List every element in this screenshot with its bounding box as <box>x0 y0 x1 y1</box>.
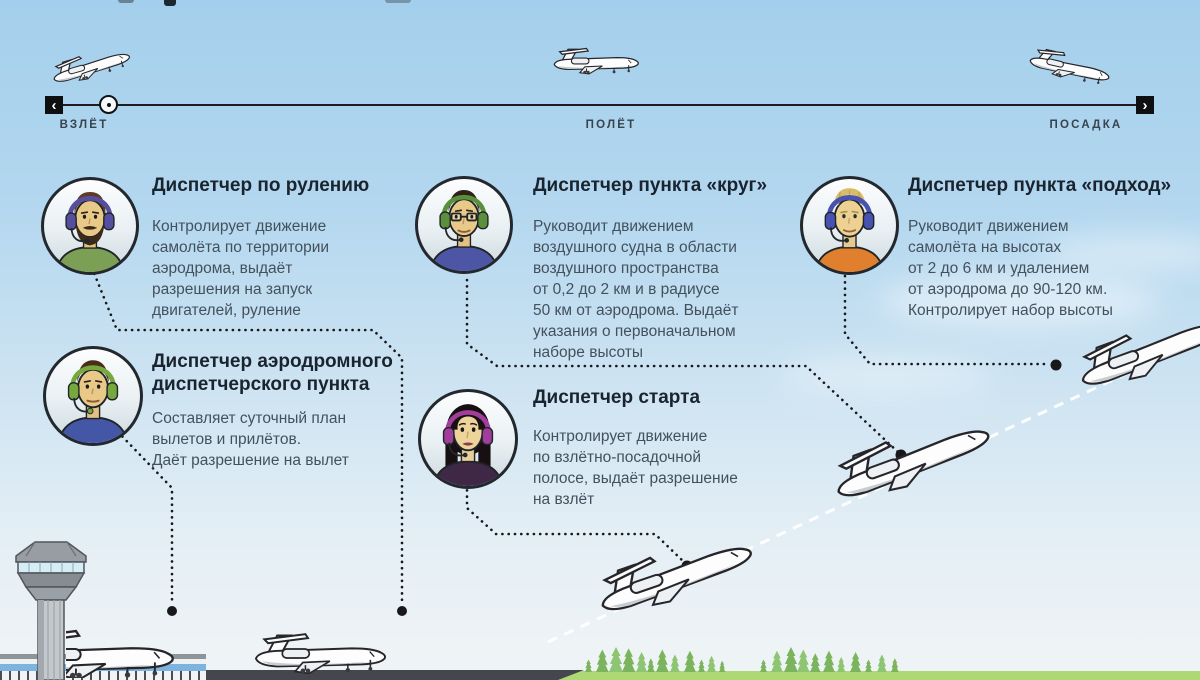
avatar-krug-controller <box>415 176 513 274</box>
avatar-podhod-controller <box>800 176 899 275</box>
avatar-aerodrom-controller <box>43 346 143 446</box>
connector-dot <box>397 606 407 616</box>
control-tower <box>15 541 87 680</box>
card-body-start: Контролирует движение по взлётно-посадоч… <box>533 428 738 508</box>
takeoff-plane <box>591 525 759 624</box>
connector-dot <box>167 606 177 616</box>
card-body-aerodrom: Составляет суточный план вылетов и прилё… <box>152 410 349 469</box>
card-title-podhod: Диспетчер пункта «подход» <box>908 175 1172 196</box>
cropped-title-remnant <box>164 0 176 6</box>
timeline-label-flight: ПОЛЁТ <box>585 119 637 131</box>
card-body-podhod: Руководит движением самолёта на высотах … <box>908 218 1113 319</box>
cropped-title-remnant <box>385 0 411 3</box>
chevron-right-icon: › <box>1142 96 1148 114</box>
tree-line <box>585 647 899 672</box>
card-title-krug: Диспетчер пункта «круг» <box>533 175 768 196</box>
card-body-krug: Руководит движением воздушного судна в о… <box>533 218 739 361</box>
timeline-marker[interactable] <box>99 95 118 114</box>
timeline-label-takeoff: ВЗЛЁТ <box>59 119 109 131</box>
timeline-track <box>63 104 1136 106</box>
chevron-left-icon: ‹ <box>51 96 57 114</box>
climbing-plane-low <box>827 407 997 511</box>
ground-plane-taxiing <box>246 631 388 676</box>
cloud <box>1040 235 1200 271</box>
takeoff-plane-icon <box>44 41 134 92</box>
card-title-start: Диспетчер старта <box>533 387 701 408</box>
timeline-prev-button[interactable]: ‹ <box>45 96 63 114</box>
card-title-taxi: Диспетчер по рулению <box>152 175 370 196</box>
grass-strip <box>558 671 1200 680</box>
card-title-aerodrom: Диспетчер аэродромного диспетчерского пу… <box>152 351 393 395</box>
connector-dot <box>1050 359 1062 371</box>
timeline-marker-dot <box>106 102 111 107</box>
card-body-taxi: Контролирует движение самолёта по террит… <box>152 218 330 319</box>
runway <box>0 670 584 680</box>
avatar-start-controller <box>418 389 518 489</box>
landing-plane-icon <box>1022 42 1114 89</box>
cruise-plane-icon <box>548 46 640 76</box>
timeline-label-landing: ПОСАДКА <box>1049 119 1123 131</box>
terminal-colonnade <box>0 671 206 680</box>
cropped-title-remnant <box>118 0 134 3</box>
timeline-next-button[interactable]: › <box>1136 96 1154 114</box>
avatar-taxi-controller <box>41 177 139 275</box>
